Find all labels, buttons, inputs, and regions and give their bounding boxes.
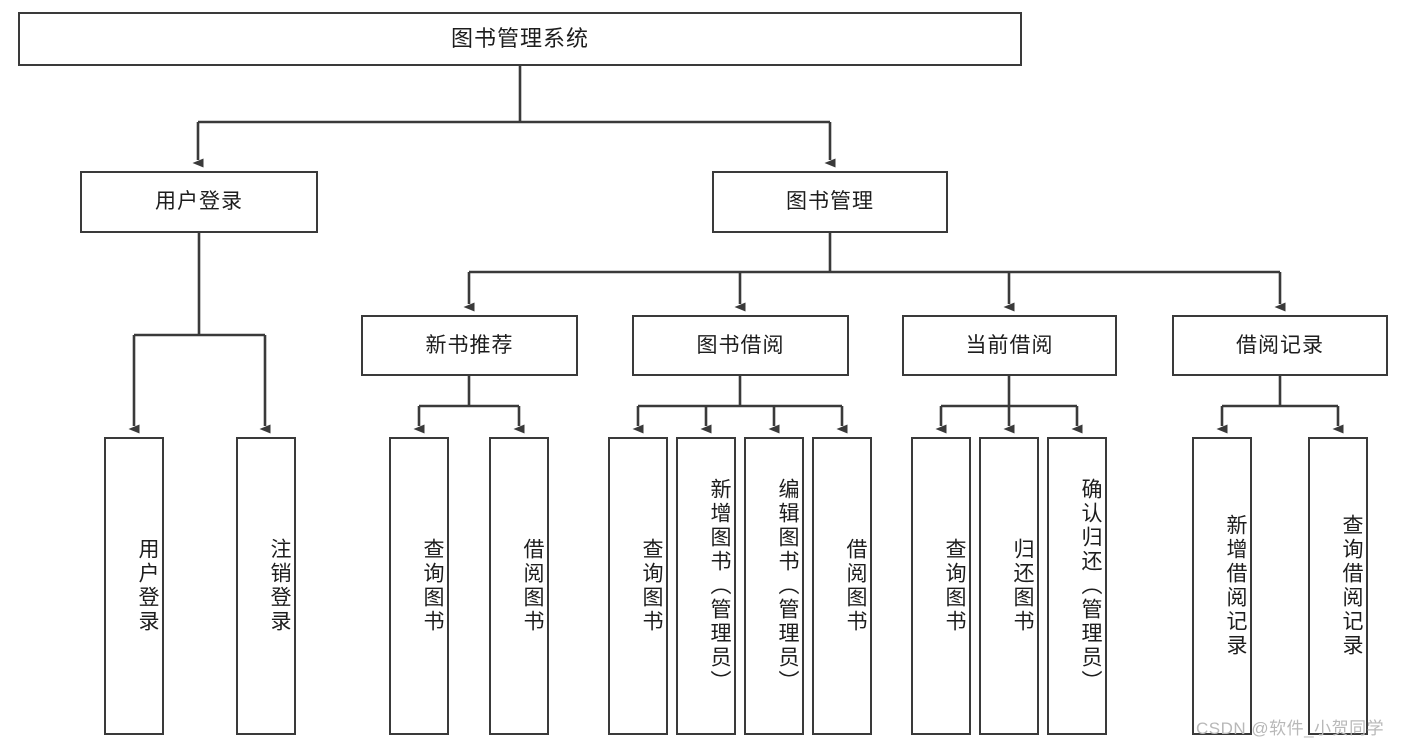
leaf-new-book-query-book[interactable]: 查询图书	[389, 437, 449, 735]
leaf-book-borrow-borrow-book[interactable]: 借阅图书	[812, 437, 872, 735]
leaf-user-login-login[interactable]: 用户登录	[104, 437, 164, 735]
leaf-borrow-record-query-record[interactable]: 查询借阅记录	[1308, 437, 1368, 735]
node-root-system[interactable]: 图书管理系统	[18, 12, 1022, 66]
node-borrow-record[interactable]: 借阅记录	[1172, 315, 1388, 376]
leaf-current-borrow-query-book[interactable]: 查询图书	[911, 437, 971, 735]
node-user-login[interactable]: 用户登录	[80, 171, 318, 233]
node-book-management[interactable]: 图书管理	[712, 171, 948, 233]
leaf-current-borrow-confirm-return-admin[interactable]: 确认归还（管理员）	[1047, 437, 1107, 735]
node-current-borrow[interactable]: 当前借阅	[902, 315, 1117, 376]
leaf-user-login-logout[interactable]: 注销登录	[236, 437, 296, 735]
leaf-book-borrow-add-book-admin[interactable]: 新增图书（管理员）	[676, 437, 736, 735]
node-new-book-recommend[interactable]: 新书推荐	[361, 315, 578, 376]
leaf-new-book-borrow-book[interactable]: 借阅图书	[489, 437, 549, 735]
leaf-borrow-record-add-record[interactable]: 新增借阅记录	[1192, 437, 1252, 735]
leaf-current-borrow-return-book[interactable]: 归还图书	[979, 437, 1039, 735]
csdn-watermark: CSDN @软件_小贺同学	[1196, 719, 1385, 738]
leaf-book-borrow-edit-book-admin[interactable]: 编辑图书（管理员）	[744, 437, 804, 735]
node-book-borrow[interactable]: 图书借阅	[632, 315, 849, 376]
leaf-book-borrow-query-book[interactable]: 查询图书	[608, 437, 668, 735]
